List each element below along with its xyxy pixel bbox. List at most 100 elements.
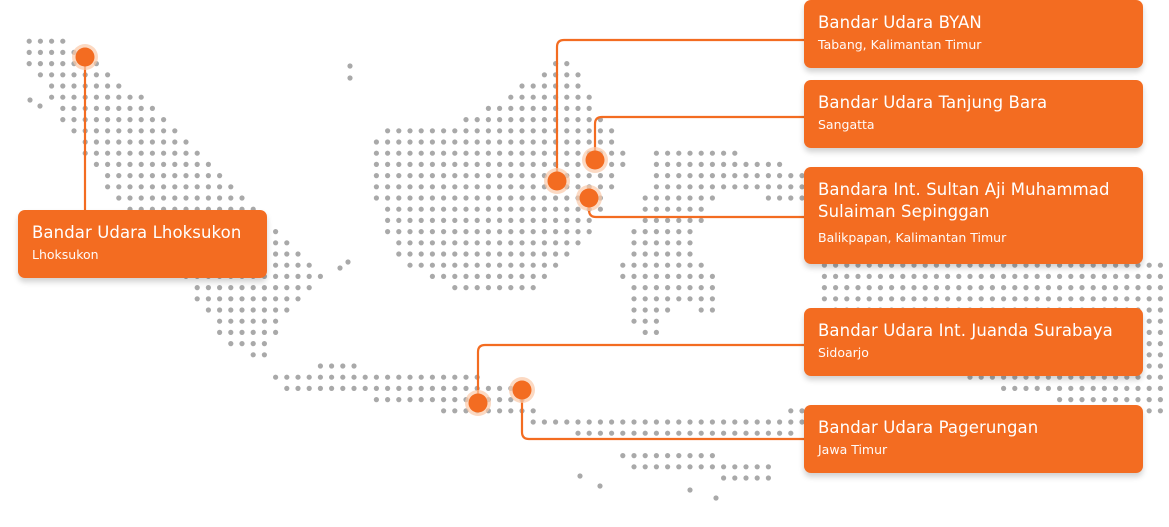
map-dot <box>1113 385 1119 391</box>
map-dot <box>519 94 525 100</box>
marker-dot <box>547 171 567 191</box>
map-dot <box>732 150 738 156</box>
map-dot <box>642 240 648 246</box>
marker-tanjung-bara[interactable] <box>582 147 608 173</box>
map-dot <box>564 72 570 78</box>
connector-pagerungan <box>520 390 805 441</box>
marker-lhoksukon[interactable] <box>72 44 98 70</box>
map-dot <box>642 262 648 268</box>
map-dot <box>653 329 660 335</box>
airport-callout-byan[interactable]: Bandar Udara BYAN Tabang, Kalimantan Tim… <box>804 0 1143 68</box>
map-dot <box>71 105 77 111</box>
map-dot <box>497 262 503 268</box>
airport-callout-lhoksukon[interactable]: Bandar Udara Lhoksukon Lhoksukon <box>18 210 267 278</box>
airport-callout-sepinggan[interactable]: Bandara Int. Sultan Aji Muhammad Sulaima… <box>804 167 1143 264</box>
marker-pagerungan[interactable] <box>509 377 535 403</box>
map-dot <box>620 453 626 459</box>
map-dot <box>698 419 704 425</box>
map-dot <box>116 94 122 100</box>
map-dot <box>586 128 592 134</box>
map-dot <box>1045 385 1051 391</box>
map-dot <box>553 240 559 246</box>
map-dot <box>138 161 144 167</box>
marker-byan[interactable] <box>544 168 570 194</box>
map-dot <box>597 430 604 436</box>
map-dot <box>653 173 660 179</box>
map-dot <box>1068 296 1074 302</box>
marker-sepinggan[interactable] <box>576 185 602 211</box>
map-dot <box>788 195 794 201</box>
map-dot <box>1001 273 1007 279</box>
map-dot <box>743 475 749 481</box>
map-dot <box>765 161 772 167</box>
map-dot <box>1135 385 1141 391</box>
map-dot <box>429 385 435 391</box>
map-dot <box>429 184 435 190</box>
map-dot <box>161 195 167 201</box>
map-dot <box>631 430 637 436</box>
map-dot <box>116 117 122 123</box>
map-dot <box>709 150 716 156</box>
map-dot <box>295 285 301 291</box>
connector-byan <box>555 38 805 181</box>
connector-tanjung <box>593 115 805 160</box>
map-dot <box>653 273 660 279</box>
map-dot <box>429 139 435 145</box>
map-dot <box>497 206 503 212</box>
map-dot <box>463 285 469 291</box>
map-dot <box>653 229 660 235</box>
map-dot <box>642 453 648 459</box>
marker-juanda[interactable] <box>465 390 491 416</box>
map-dot <box>754 161 760 167</box>
map-dot <box>396 397 402 403</box>
map-dot <box>239 329 245 335</box>
map-dot <box>609 173 615 179</box>
map-dot <box>665 184 671 190</box>
map-dot <box>1157 374 1163 380</box>
map-dot <box>205 173 211 179</box>
map-dot <box>530 184 536 190</box>
map-dot <box>564 83 570 89</box>
map-dot <box>989 273 996 279</box>
map-dot <box>844 273 850 279</box>
map-dot <box>586 217 592 223</box>
map-dot <box>933 285 940 291</box>
map-dot <box>172 173 178 179</box>
airport-callout-pagerungan[interactable]: Bandar Udara Pagerungan Jawa Timur <box>804 405 1143 473</box>
map-dot <box>273 374 279 380</box>
map-dot <box>597 139 604 145</box>
map-dot <box>441 229 447 235</box>
map-dot <box>261 307 267 313</box>
map-dot <box>687 240 693 246</box>
map-dot <box>49 49 55 56</box>
map-dot <box>889 285 895 291</box>
map-dot <box>273 296 279 302</box>
map-dot <box>1079 296 1085 302</box>
map-dot <box>105 173 111 179</box>
map-dot <box>564 61 570 67</box>
map-dot <box>866 273 872 279</box>
map-dot <box>687 273 693 279</box>
map-dot <box>866 296 872 302</box>
map-dot <box>228 296 234 302</box>
map-dot <box>631 464 637 470</box>
airport-callout-tanjung-bara[interactable]: Bandar Udara Tanjung Bara Sangatta <box>804 80 1143 148</box>
map-dot <box>933 273 940 279</box>
map-dot <box>172 128 178 134</box>
map-dot <box>541 139 548 145</box>
map-dot <box>194 173 200 179</box>
map-dot <box>1146 408 1152 414</box>
map-dot <box>351 385 357 391</box>
map-dot <box>665 240 671 246</box>
airport-callout-juanda[interactable]: Bandar Udara Int. Juanda Surabaya Sidoar… <box>804 308 1143 376</box>
map-dot <box>1113 273 1119 279</box>
map-dot <box>60 83 66 89</box>
map-dot <box>385 128 391 134</box>
map-dot <box>138 128 144 134</box>
map-dot <box>284 307 290 313</box>
map-dot <box>564 94 570 100</box>
map-dot <box>575 139 581 145</box>
map-dot <box>284 262 290 268</box>
map-dot <box>116 83 122 89</box>
map-dot <box>463 195 469 201</box>
